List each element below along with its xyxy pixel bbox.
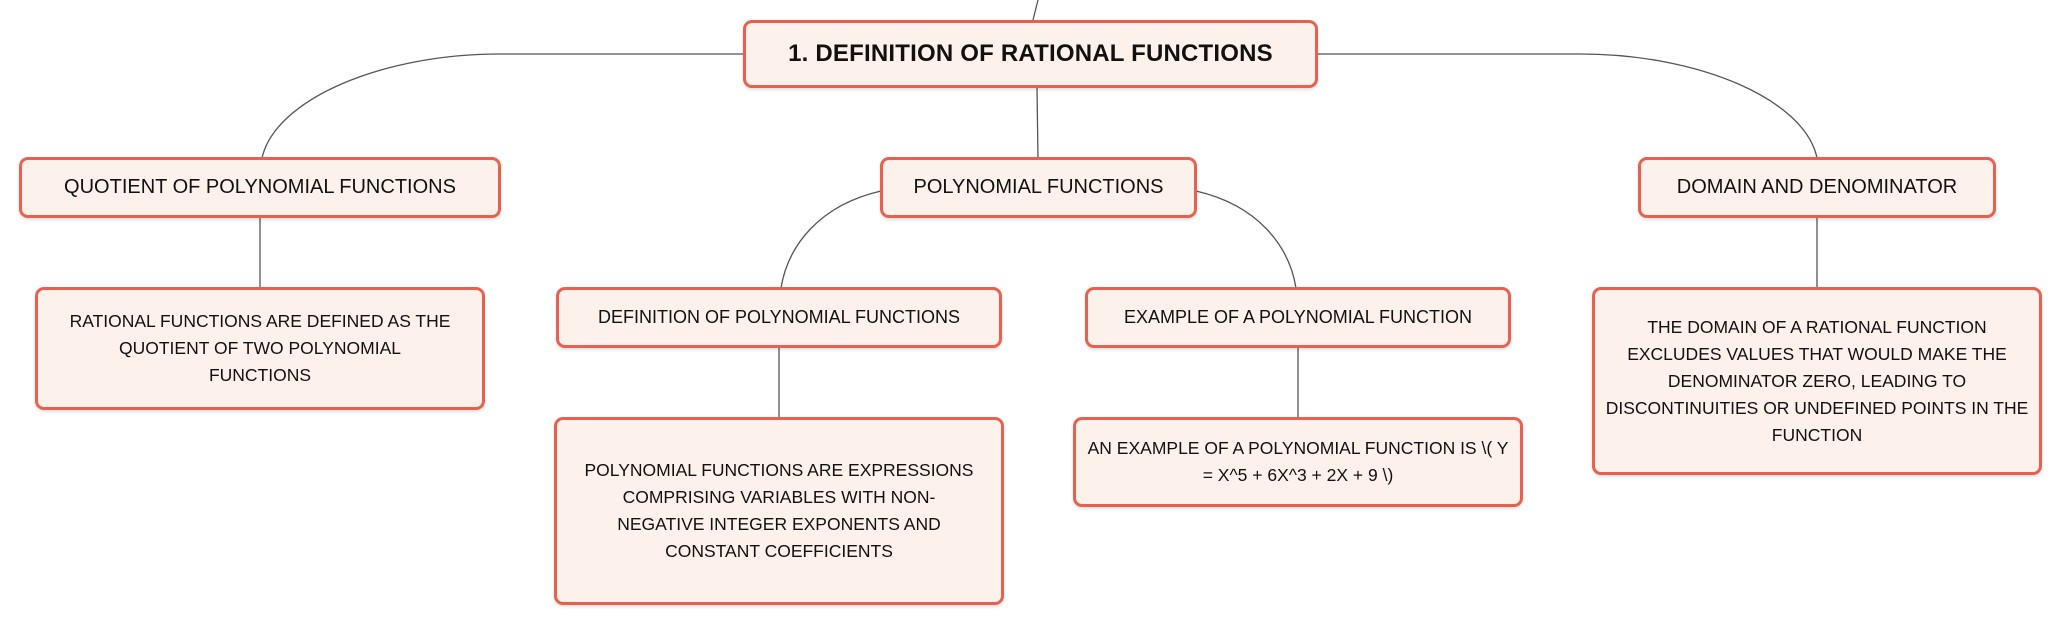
polynomial-example-label: EXAMPLE OF A POLYNOMIAL FUNCTION [1123, 307, 1473, 327]
quotient-detail-text: RATIONAL FUNCTIONS ARE DEFINED AS THE QU… [69, 311, 451, 385]
root-topic-label: 1. DEFINITION OF RATIONAL FUNCTIONS [788, 40, 1273, 67]
polynomial-topic-node[interactable]: POLYNOMIAL FUNCTIONS [880, 157, 1197, 218]
domain-topic-node[interactable]: DOMAIN AND DENOMINATOR [1638, 157, 1996, 218]
domain-topic-label: DOMAIN AND DENOMINATOR [1676, 176, 1958, 198]
connector-polynomial-to-example [1195, 190, 1297, 289]
polynomial-topic-label: POLYNOMIAL FUNCTIONS [913, 176, 1164, 198]
connector-root-to-polynomial [1036, 87, 1039, 159]
polynomial-definition-detail-node[interactable]: POLYNOMIAL FUNCTIONS ARE EXPRESSIONS COM… [554, 417, 1004, 605]
connector-root-parent [1032, 0, 1039, 21]
domain-detail-node[interactable]: THE DOMAIN OF A RATIONAL FUNCTION EXCLUD… [1592, 287, 2042, 475]
quotient-topic-node[interactable]: QUOTIENT OF POLYNOMIAL FUNCTIONS [19, 157, 501, 218]
connector-root-to-quotient [261, 53, 743, 159]
polynomial-definition-detail-text: POLYNOMIAL FUNCTIONS ARE EXPRESSIONS COM… [584, 460, 974, 561]
polynomial-definition-node[interactable]: DEFINITION OF POLYNOMIAL FUNCTIONS [556, 287, 1002, 348]
quotient-topic-label: QUOTIENT OF POLYNOMIAL FUNCTIONS [64, 176, 456, 198]
polynomial-example-detail-text: AN EXAMPLE OF A POLYNOMIAL FUNCTION IS \… [1087, 438, 1509, 485]
polynomial-example-detail-node[interactable]: AN EXAMPLE OF A POLYNOMIAL FUNCTION IS \… [1073, 417, 1523, 507]
polynomial-example-node[interactable]: EXAMPLE OF A POLYNOMIAL FUNCTION [1085, 287, 1511, 348]
connector-root-to-domain [1317, 53, 1818, 159]
connector-polynomial-to-definition [780, 190, 882, 289]
root-topic-node[interactable]: 1. DEFINITION OF RATIONAL FUNCTIONS [743, 20, 1318, 88]
quotient-detail-node[interactable]: RATIONAL FUNCTIONS ARE DEFINED AS THE QU… [35, 287, 485, 410]
domain-detail-text: THE DOMAIN OF A RATIONAL FUNCTION EXCLUD… [1605, 316, 2029, 445]
polynomial-definition-label: DEFINITION OF POLYNOMIAL FUNCTIONS [597, 307, 961, 327]
